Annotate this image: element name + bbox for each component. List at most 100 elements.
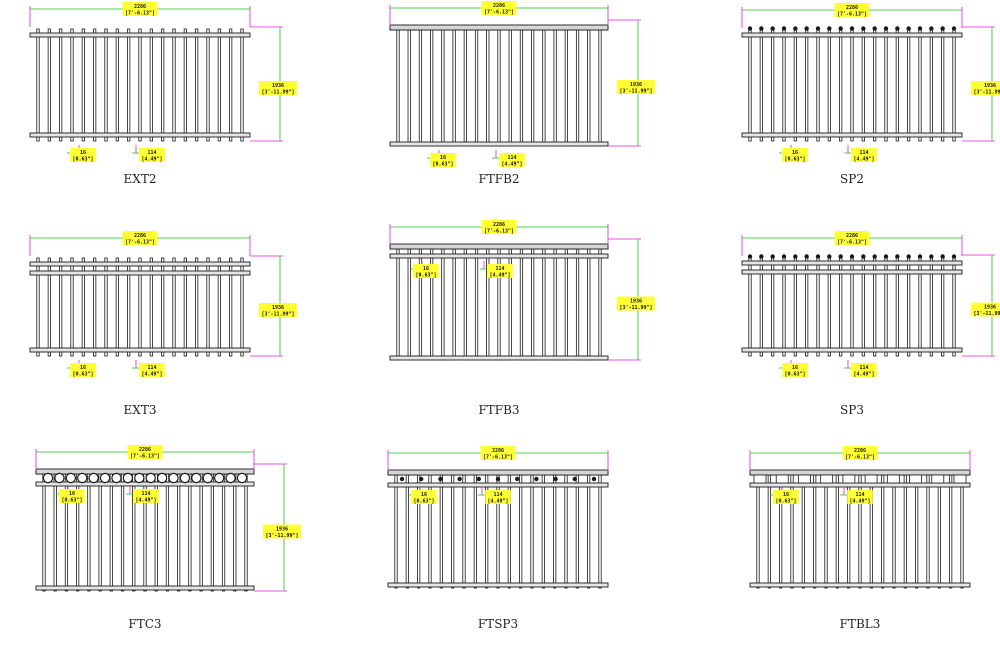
ring-ornament — [191, 472, 202, 484]
ring-ornament — [179, 472, 191, 484]
rail — [389, 355, 609, 361]
spear-finial — [929, 26, 934, 31]
height-label-value-mm: 1936 — [630, 82, 642, 88]
width-label-bg — [834, 231, 870, 245]
picket — [177, 471, 181, 592]
picket — [850, 29, 854, 142]
spear-finial — [804, 26, 809, 31]
picket — [217, 257, 221, 357]
gap-label-value-in: [0.63"] — [72, 372, 93, 378]
picket — [793, 29, 797, 142]
height-label-value-mm: 1936 — [984, 305, 996, 311]
width-label-bg — [480, 446, 516, 460]
width-label-value-mm: 2286 — [846, 233, 858, 239]
picket — [929, 29, 933, 142]
pitch-label-value-in: [4.49"] — [489, 273, 510, 279]
picket — [473, 472, 477, 589]
rail — [29, 270, 251, 276]
picket — [439, 472, 443, 589]
picket — [748, 29, 752, 142]
spear-finial — [804, 254, 809, 259]
pitch-label-value-mm: 114 — [147, 365, 156, 371]
top-cap-rail — [35, 468, 255, 475]
picket — [519, 27, 524, 147]
picket — [195, 28, 199, 142]
picket — [519, 246, 524, 361]
spear-finial — [815, 26, 821, 31]
width-label-value-mm: 2286 — [134, 4, 146, 10]
top-cap-rail — [389, 243, 609, 250]
height-label-value-mm: 1936 — [272, 83, 284, 89]
picket — [394, 472, 398, 589]
picket — [172, 28, 176, 142]
picket — [881, 472, 885, 589]
spear-finial — [906, 254, 911, 259]
height-label-value-in: [3'-11.99"] — [265, 533, 298, 539]
width-label-value-in: [7'-6.13"] — [125, 240, 155, 246]
rail — [29, 347, 251, 353]
panel-caption-sp2: SP2 — [840, 172, 864, 186]
height-label-value-in: [3'-11.99"] — [261, 90, 294, 96]
gap-label-bg — [773, 490, 799, 504]
panel-caption-ftfb2: FTFB2 — [478, 172, 519, 186]
width-label-value-in: [7'-6.13"] — [130, 454, 160, 460]
rail — [29, 261, 251, 267]
fence-panel-ftc3: 2286[7'-6.13"]1936[3'-11.99"]16[0.63"]11… — [35, 445, 302, 631]
spear-finial — [951, 26, 957, 31]
picket — [149, 257, 153, 357]
pitch-label-value-in: [4.49"] — [853, 157, 874, 163]
picket — [907, 29, 911, 142]
picket — [127, 28, 131, 142]
picket — [441, 27, 445, 147]
picket — [199, 471, 203, 592]
height-label-value-in: [3'-11.99"] — [619, 305, 652, 311]
picket — [161, 257, 165, 357]
spear-finial — [515, 476, 520, 482]
picket — [553, 27, 557, 147]
rail — [749, 482, 971, 488]
picket — [42, 471, 46, 592]
picket — [531, 27, 535, 147]
width-label-bg — [842, 446, 878, 460]
picket — [104, 28, 108, 142]
picket — [396, 246, 400, 361]
rail — [35, 585, 255, 591]
picket — [452, 27, 456, 147]
picket — [206, 28, 210, 142]
gap-label-bg — [430, 153, 456, 167]
picket — [805, 29, 809, 142]
block-ornament — [820, 474, 834, 484]
height-label-value-mm: 1936 — [276, 527, 288, 533]
picket — [109, 471, 113, 592]
gap-label-value-mm: 16 — [421, 492, 427, 498]
ring-ornament — [77, 472, 88, 484]
spear-finial — [793, 254, 798, 259]
top-cap-rail — [749, 469, 971, 476]
pitch-label-bg — [487, 264, 513, 278]
fence-panel-ftfb3: 2286[7'-6.13"]1936[3'-11.99"]16[0.63"]11… — [389, 220, 656, 417]
gap-label-value-in: [0.63"] — [72, 157, 93, 163]
width-label-bg — [127, 445, 163, 459]
picket — [926, 472, 930, 589]
pitch-label-bg — [485, 490, 511, 504]
pitch-label-bg — [847, 490, 873, 504]
picket — [138, 28, 142, 142]
top-cap-rail — [387, 469, 609, 476]
picket — [941, 29, 945, 142]
spear-finial — [861, 26, 866, 31]
spear-finial — [438, 476, 443, 482]
picket — [70, 257, 74, 357]
picket — [564, 472, 568, 589]
picket — [172, 257, 176, 357]
spear-finial — [770, 254, 775, 259]
spear-finial — [872, 254, 877, 259]
picket — [93, 257, 97, 357]
pitch-label-value-in: [4.49"] — [487, 499, 508, 505]
width-label-value-mm: 2286 — [493, 222, 505, 228]
picket — [474, 246, 479, 361]
spear-finial — [940, 26, 945, 31]
picket — [47, 257, 51, 357]
width-label-value-mm: 2286 — [846, 5, 858, 11]
height-label-value-in: [3'-11.99"] — [261, 312, 294, 318]
spear-finial — [476, 476, 481, 482]
